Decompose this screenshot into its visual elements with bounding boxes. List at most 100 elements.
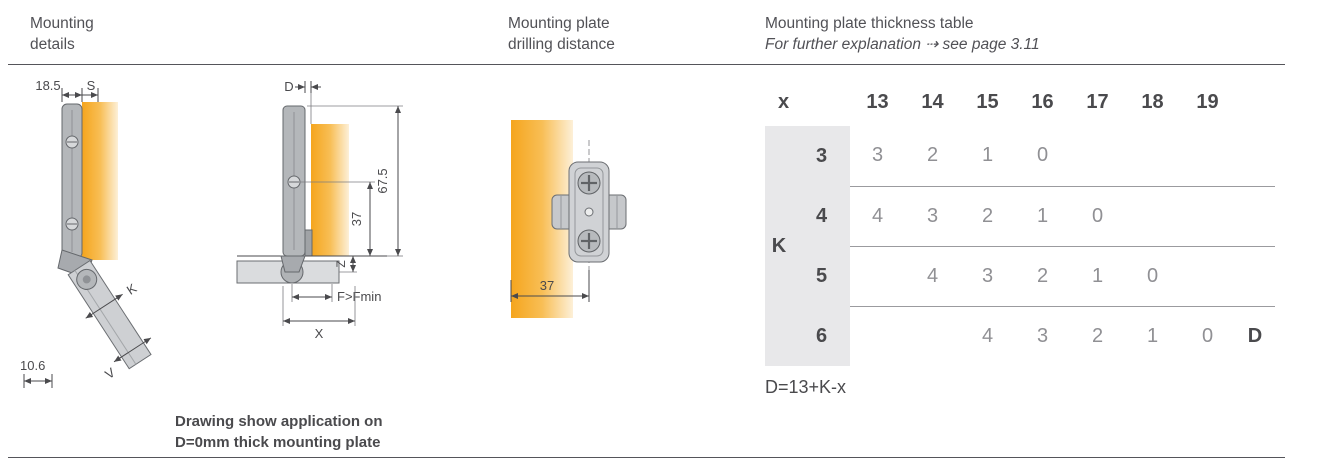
column-header-x: x bbox=[778, 90, 790, 113]
table-cell: 4 bbox=[850, 185, 905, 246]
table-cell: 2 bbox=[1015, 245, 1070, 306]
dim-label-V: V bbox=[102, 365, 118, 382]
screw-top bbox=[577, 171, 601, 195]
thickness-table: x 13 14 15 16 17 18 19 K 3 3 2 1 0 bbox=[765, 78, 1275, 366]
row-label: 5 bbox=[793, 246, 850, 306]
dim-label-Z: Z bbox=[334, 260, 348, 267]
dim-label-37: 37 bbox=[349, 212, 364, 226]
table-cell bbox=[1125, 126, 1180, 186]
table-cell bbox=[1180, 245, 1235, 306]
table-cell bbox=[905, 305, 960, 366]
header-line-1: Mounting bbox=[30, 15, 94, 32]
section-header-drilling-distance: Mounting plate drilling distance bbox=[508, 13, 615, 55]
dim-37: 37 bbox=[300, 181, 375, 256]
column-header-19: 19 bbox=[1196, 90, 1219, 113]
table-cell: 0 bbox=[1125, 245, 1180, 306]
table-cell: 0 bbox=[1180, 305, 1235, 366]
dim-label-X: X bbox=[315, 326, 324, 341]
dim-label-K: K bbox=[124, 280, 140, 297]
dim-Z: Z bbox=[334, 256, 357, 273]
header-subtitle: For further explanation ⇢ see page 3.11 bbox=[765, 36, 1040, 53]
table-cell: 3 bbox=[960, 245, 1015, 306]
column-header-blank bbox=[1235, 78, 1275, 126]
bottom-rule bbox=[8, 457, 1285, 458]
row-label: 3 bbox=[793, 126, 850, 186]
dim-67-5: 67.5 bbox=[307, 105, 403, 257]
dim-18-5: 18.5 bbox=[35, 78, 83, 102]
table-header-row: x 13 14 15 16 17 18 19 bbox=[765, 78, 1275, 126]
dim-label-67-5: 67.5 bbox=[375, 168, 390, 193]
table-cell: 1 bbox=[1070, 245, 1125, 306]
section-header-mounting-details: Mounting details bbox=[30, 13, 94, 55]
note-line-1: Drawing show application on bbox=[175, 413, 383, 430]
table-cell bbox=[1180, 126, 1235, 186]
table-cell: 4 bbox=[905, 245, 960, 306]
table-cell: 0 bbox=[1070, 185, 1125, 246]
table-row-k6: 6 4 3 2 1 0 D bbox=[765, 305, 1275, 366]
header-line-1: Mounting plate bbox=[508, 15, 610, 32]
table-cell: 0 bbox=[1036, 144, 1049, 167]
table-row-k5: 5 4 3 2 1 0 bbox=[765, 245, 1275, 306]
table-row-k4: 4 4 3 2 1 0 bbox=[765, 185, 1275, 246]
table-cell-suffix: D bbox=[1235, 305, 1275, 366]
table-cell: 3 bbox=[871, 144, 884, 167]
dim-S: S bbox=[82, 78, 99, 102]
dim-D: D bbox=[284, 79, 321, 124]
table-cell-suffix bbox=[1235, 126, 1275, 186]
dim-F: F>Fmin bbox=[291, 284, 381, 304]
table-cell: 4 bbox=[960, 305, 1015, 366]
dim-X: X bbox=[282, 286, 356, 341]
center-hole bbox=[584, 207, 594, 217]
table-cell bbox=[1070, 126, 1125, 186]
mounting-details-drawing: K V 18.5 S 10.6 bbox=[20, 78, 152, 388]
cabinet-panel bbox=[82, 102, 118, 260]
cabinet-panel bbox=[311, 124, 349, 256]
column-header-18: 18 bbox=[1141, 90, 1164, 113]
screw-bottom bbox=[577, 229, 601, 253]
dim-label-37: 37 bbox=[540, 278, 554, 293]
hinge-arm bbox=[282, 105, 313, 257]
column-header-15: 15 bbox=[976, 90, 999, 113]
column-header-14: 14 bbox=[921, 90, 944, 113]
dim-10-6: 10.6 bbox=[20, 358, 53, 388]
drawing-note: Drawing show application on D=0mm thick … bbox=[175, 411, 383, 453]
header-line-2: details bbox=[30, 36, 75, 53]
table-row-k3: K 3 3 2 1 0 bbox=[765, 126, 1275, 366]
table-cell: 1 bbox=[981, 144, 994, 167]
column-header-17: 17 bbox=[1086, 90, 1109, 113]
table-cell: 3 bbox=[1015, 305, 1070, 366]
table-cell: 2 bbox=[1070, 305, 1125, 366]
table-cell bbox=[850, 305, 905, 366]
row-label: 6 bbox=[793, 306, 850, 366]
column-header-13: 13 bbox=[866, 90, 889, 113]
section-header-thickness-table: Mounting plate thickness table For furth… bbox=[765, 13, 1040, 55]
table-cell: 1 bbox=[1015, 185, 1070, 246]
note-line-2: D=0mm thick mounting plate bbox=[175, 434, 381, 451]
table-cell: 2 bbox=[926, 144, 939, 167]
table-cell: 3 bbox=[905, 185, 960, 246]
row-label: 4 bbox=[793, 186, 850, 246]
dim-label-10-6: 10.6 bbox=[20, 358, 45, 373]
table-cell: 2 bbox=[960, 185, 1015, 246]
dim-label-18-5: 18.5 bbox=[35, 78, 60, 93]
table-cell bbox=[850, 245, 905, 306]
row-group-label-K: K bbox=[765, 126, 793, 366]
formula: D=13+K-x bbox=[765, 377, 847, 397]
dim-label-S: S bbox=[87, 78, 96, 93]
dim-37: 37 bbox=[510, 270, 590, 302]
mounting-plate-drawing: 37 bbox=[510, 120, 627, 318]
table-cell bbox=[1125, 185, 1180, 246]
header-title: Mounting plate thickness table bbox=[765, 15, 974, 32]
mounting-plate bbox=[551, 161, 627, 263]
table-cell: 1 bbox=[1125, 305, 1180, 366]
dim-label-D: D bbox=[284, 79, 293, 94]
header-line-2: drilling distance bbox=[508, 36, 615, 53]
dim-label-F: F>Fmin bbox=[337, 289, 381, 304]
column-header-16: 16 bbox=[1031, 90, 1054, 113]
top-rule bbox=[8, 64, 1285, 65]
hinge-arm bbox=[61, 103, 83, 259]
table-cell bbox=[1180, 185, 1235, 246]
door-slab bbox=[236, 255, 340, 284]
side-view-drawing: D 67.5 37 Z F>Fmin X bbox=[236, 79, 403, 341]
